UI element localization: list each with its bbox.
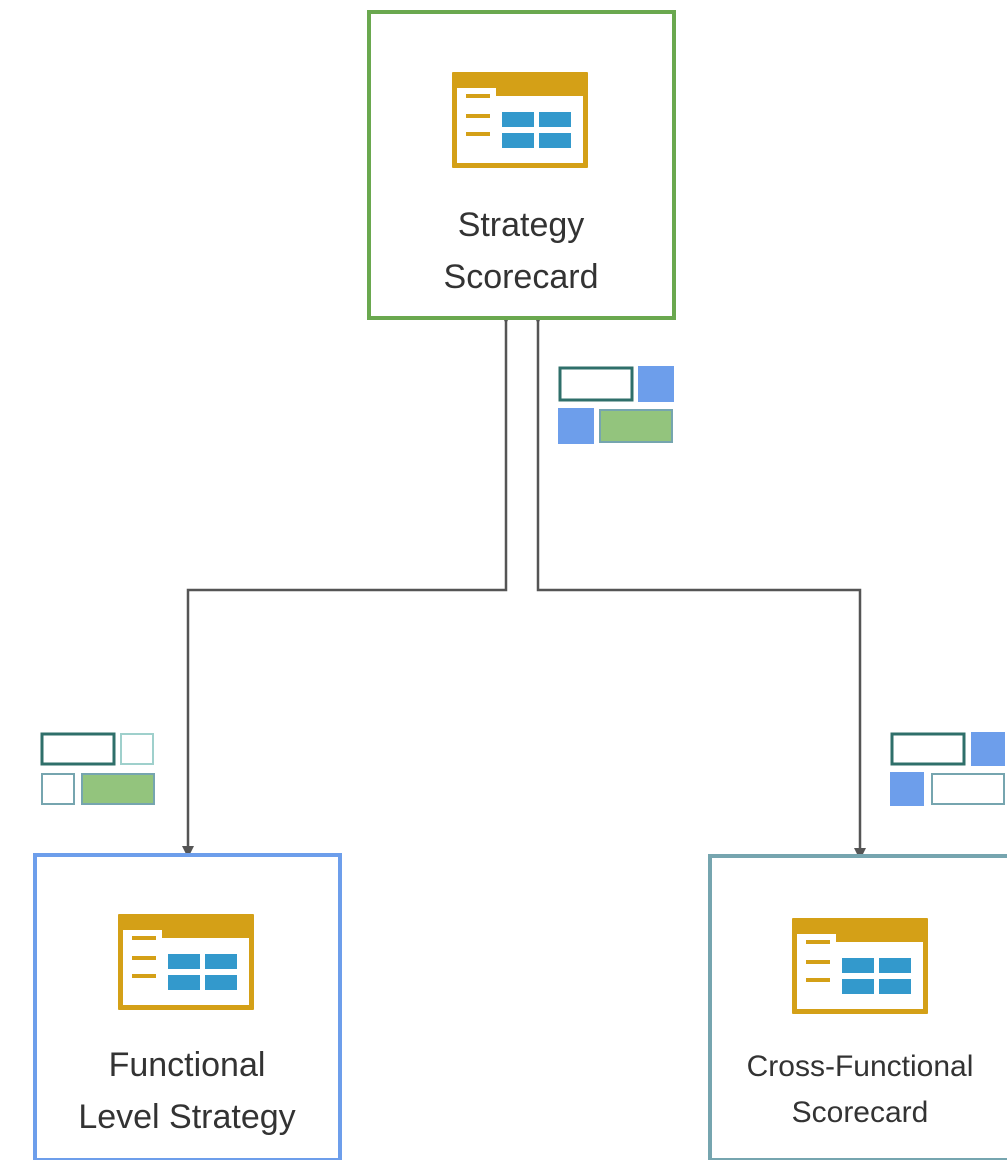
connectors <box>182 312 866 860</box>
node-cross-functional-scorecard[interactable]: Cross-Functional Scorecard <box>708 854 1007 1160</box>
node-label-line2: Scorecard <box>444 258 599 296</box>
layout-grid-icon <box>40 732 155 805</box>
node-label-line1: Functional <box>109 1046 266 1084</box>
connector-top-to-left <box>182 312 512 858</box>
node-label-line1: Strategy <box>458 206 585 244</box>
connector-top-to-right <box>532 312 866 860</box>
node-functional-level-strategy[interactable]: Functional Level Strategy <box>33 853 342 1160</box>
scorecard-icon <box>118 914 254 1010</box>
layout-grid-icon <box>890 732 1005 806</box>
scorecard-icon <box>792 918 928 1014</box>
layout-grid-icon <box>558 366 674 444</box>
node-strategy-scorecard[interactable]: Strategy Scorecard <box>367 10 676 320</box>
node-label-line2: Level Strategy <box>78 1098 295 1136</box>
node-label-line2: Scorecard <box>792 1096 929 1129</box>
node-label-line1: Cross-Functional <box>747 1050 974 1083</box>
scorecard-icon <box>452 72 588 168</box>
